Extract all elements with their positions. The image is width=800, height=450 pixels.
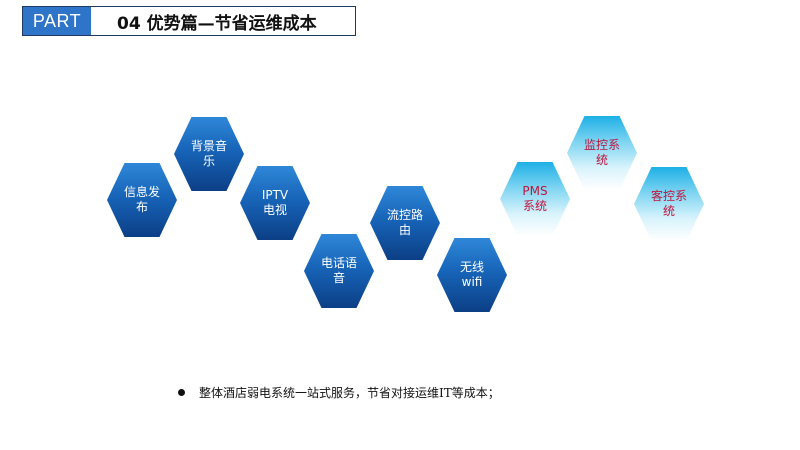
bullet-dot-icon bbox=[178, 389, 185, 396]
hex-monitoring-system: 监控系 统 bbox=[567, 116, 637, 190]
hex-guest-control-system: 客控系 统 bbox=[634, 167, 704, 241]
part-label: PART bbox=[23, 7, 91, 35]
hex-info-publish: 信息发 布 bbox=[107, 163, 177, 237]
bullet-text: 整体酒店弱电系统一站式服务，节省对接运维IT等成本； bbox=[199, 386, 500, 400]
hex-iptv: IPTV 电视 bbox=[240, 166, 310, 240]
bullet-point: 整体酒店弱电系统一站式服务，节省对接运维IT等成本； bbox=[178, 384, 500, 401]
hex-background-music: 背景音 乐 bbox=[174, 117, 244, 191]
hex-phone-voice: 电话语 音 bbox=[304, 234, 374, 308]
section-header: PART 04 优势篇—节省运维成本 bbox=[22, 6, 356, 36]
hex-flow-control-routing: 流控路 由 bbox=[370, 186, 440, 260]
hex-pms-system: PMS 系统 bbox=[500, 162, 570, 236]
hex-wireless-wifi: 无线 wifi bbox=[437, 238, 507, 312]
page-title: 04 优势篇—节省运维成本 bbox=[117, 13, 317, 34]
